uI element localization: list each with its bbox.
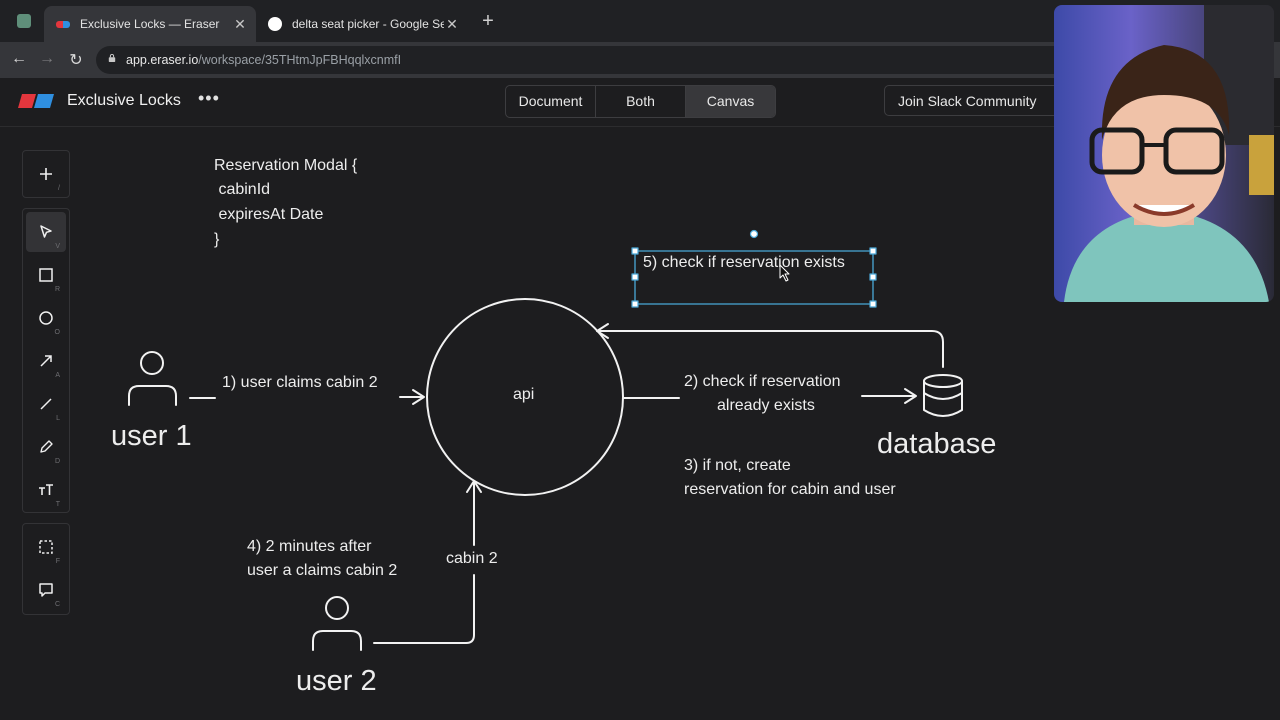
shortcut-key: A xyxy=(55,372,60,379)
close-tab-icon[interactable]: ✕ xyxy=(446,15,458,32)
api-label[interactable]: api xyxy=(513,386,535,403)
comment-icon xyxy=(39,583,53,597)
new-tab-icon[interactable]: + xyxy=(482,10,494,32)
user-2-label[interactable]: user 2 xyxy=(296,665,377,697)
step-4-line-2[interactable]: user a claims cabin 2 xyxy=(247,562,398,579)
file-title[interactable]: Exclusive Locks xyxy=(67,92,181,109)
text-size-icon xyxy=(39,484,53,495)
plus-icon xyxy=(40,168,52,180)
code-note-line-4[interactable]: } xyxy=(214,231,220,248)
rectangle-tool[interactable]: R xyxy=(26,255,66,295)
step-3-line-1[interactable]: 3) if not, create xyxy=(684,457,791,474)
diagram-canvas[interactable] xyxy=(0,127,1280,720)
shortcut-key: D xyxy=(54,458,60,465)
lock-icon xyxy=(108,54,116,62)
frame-select-icon xyxy=(39,540,53,554)
frame-tools-panel: F C xyxy=(22,523,70,615)
view-document-button[interactable]: Document xyxy=(506,86,596,117)
circle-icon xyxy=(39,311,53,325)
api-node[interactable] xyxy=(426,298,624,496)
close-tab-icon[interactable]: ✕ xyxy=(234,15,246,32)
forward-icon[interactable]: → xyxy=(39,50,55,67)
user-2-icon[interactable] xyxy=(312,596,362,651)
step-3-line-2[interactable]: reservation for cabin and user xyxy=(684,481,896,498)
eraser-favicon-icon xyxy=(56,20,70,28)
shortcut-key: F xyxy=(55,558,60,565)
tab-google-search[interactable]: delta seat picker - Google Sea ✕ xyxy=(256,6,468,42)
eraser-logo-icon[interactable] xyxy=(18,94,54,108)
url-field[interactable]: app.eraser.io/workspace/35THtmJpFBHqqlxc… xyxy=(96,46,1096,74)
line-tool[interactable]: L xyxy=(26,384,66,424)
pencil-icon xyxy=(40,440,53,453)
code-note-line-2[interactable]: cabinId xyxy=(214,181,271,198)
url-host: app.eraser.io xyxy=(126,53,199,67)
step-2-line-2[interactable]: already exists xyxy=(717,397,815,414)
shortcut-key: O xyxy=(54,329,60,336)
arrow-user2-to-api[interactable] xyxy=(373,480,482,644)
step-4-line-1[interactable]: 4) 2 minutes after xyxy=(247,538,372,555)
arrow-tool[interactable]: A xyxy=(26,341,66,381)
shortcut-key: V xyxy=(55,243,60,250)
selection-handles[interactable] xyxy=(631,229,877,308)
view-both-button[interactable]: Both xyxy=(596,86,686,117)
url-path: /workspace/35THtmJpFBHqqlxcnmfI xyxy=(198,53,402,67)
tab-title: Exclusive Locks — Eraser xyxy=(80,17,220,31)
shortcut-key: R xyxy=(54,286,60,293)
join-slack-button[interactable]: Join Slack Community xyxy=(884,85,1064,116)
reload-icon[interactable]: ↻ xyxy=(69,52,83,69)
code-note-line-1[interactable]: Reservation Modal { xyxy=(214,157,358,174)
add-tool-panel: / xyxy=(22,150,70,198)
database-icon[interactable] xyxy=(923,374,963,417)
ellipse-tool[interactable]: O xyxy=(26,298,66,338)
google-favicon-icon xyxy=(268,17,282,31)
database-label[interactable]: database xyxy=(877,428,997,460)
cabin-2-label[interactable]: cabin 2 xyxy=(446,550,498,567)
tab-exclusive-locks[interactable]: Exclusive Locks — Eraser ✕ xyxy=(44,6,256,42)
arrow-user1-to-api[interactable] xyxy=(189,389,425,405)
webcam-person-image xyxy=(1054,5,1274,302)
chrome-app-icon[interactable] xyxy=(17,14,31,28)
view-canvas-button[interactable]: Canvas xyxy=(686,86,775,117)
arrow-database-to-api[interactable] xyxy=(596,323,944,368)
text-tool[interactable]: T xyxy=(26,470,66,510)
shortcut-key: C xyxy=(54,601,60,608)
shortcut-key: T xyxy=(55,501,60,508)
step-2-line-1[interactable]: 2) check if reservation xyxy=(684,373,841,390)
select-tool[interactable]: V xyxy=(26,212,66,252)
rectangle-icon xyxy=(39,268,53,282)
note-check-reservation-exists[interactable]: 5) check if reservation exists xyxy=(643,254,845,271)
cursor-arrow-icon xyxy=(40,225,52,238)
drawing-tools-panel: V R O A L D T xyxy=(22,208,70,513)
frame-tool[interactable]: F xyxy=(26,527,66,567)
tab-title: delta seat picker - Google Sea xyxy=(292,17,444,31)
more-options-icon[interactable]: ••• xyxy=(198,88,220,108)
user-1-label[interactable]: user 1 xyxy=(111,420,192,452)
arrow-api-to-database[interactable] xyxy=(623,388,917,404)
user-1-icon[interactable] xyxy=(128,351,177,406)
step-1-label[interactable]: 1) user claims cabin 2 xyxy=(222,374,378,391)
comment-tool[interactable]: C xyxy=(26,570,66,610)
mouse-pointer-icon xyxy=(779,264,790,282)
pen-tool[interactable]: D xyxy=(26,427,66,467)
code-note-line-3[interactable]: expiresAt Date xyxy=(214,206,324,223)
back-icon[interactable]: ← xyxy=(11,50,27,67)
shortcut-key: / xyxy=(58,185,60,192)
shortcut-key: L xyxy=(56,415,60,422)
line-icon xyxy=(40,398,52,410)
arrow-icon xyxy=(40,355,52,367)
view-switcher: Document Both Canvas xyxy=(505,85,776,118)
add-button[interactable]: / xyxy=(26,154,66,194)
webcam-overlay xyxy=(1054,5,1274,302)
